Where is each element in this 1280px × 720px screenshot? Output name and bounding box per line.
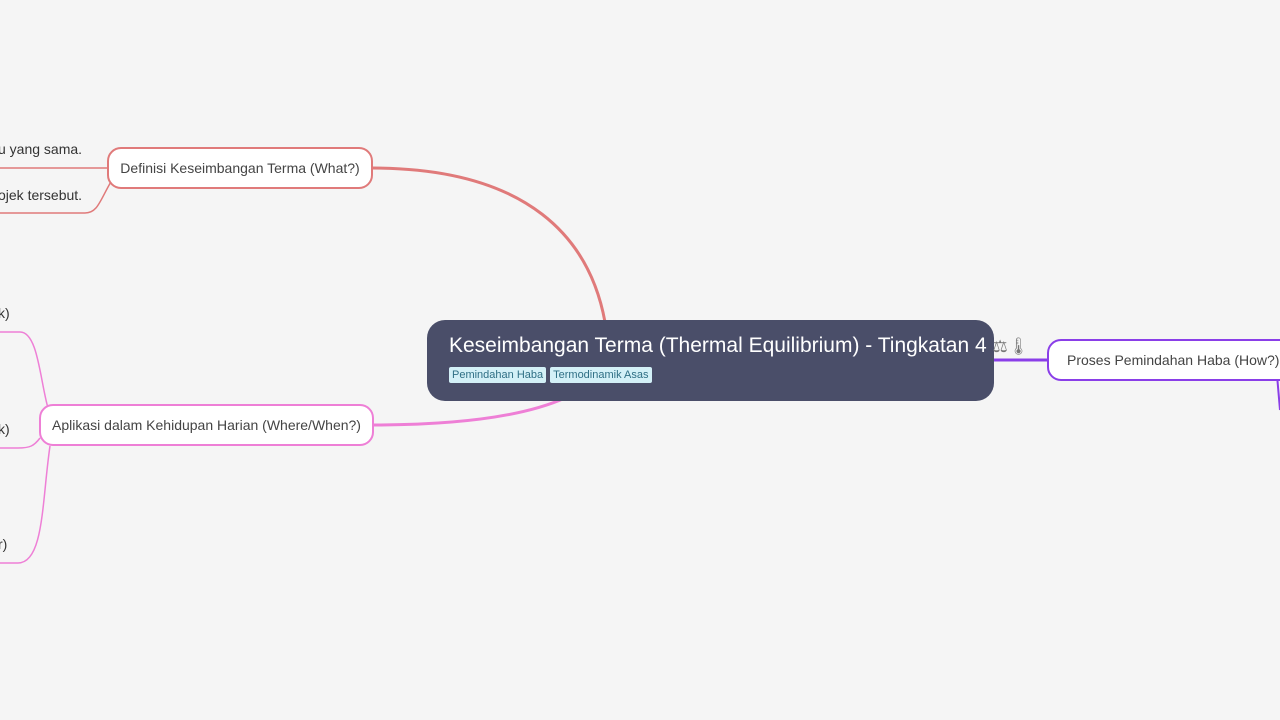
root-title-text: Keseimbangan Terma (Thermal Equilibrium)… (449, 334, 987, 357)
link-root-aplikasi (371, 396, 566, 427)
link-aplikasi-child-2 (0, 437, 41, 449)
root-node[interactable]: Keseimbangan Terma (Thermal Equilibrium)… (427, 320, 1029, 401)
branch-label: Proses Pemindahan Haba (How?) (1067, 352, 1280, 368)
tag[interactable]: Pemindahan Haba (449, 367, 547, 383)
tag-list: Pemindahan Haba Termodinamik Asas (449, 367, 972, 383)
branch-node-aplikasi[interactable]: Aplikasi dalam Kehidupan Harian (Where/W… (39, 404, 374, 446)
leaf-text[interactable]: r) (0, 536, 8, 552)
leaf-text[interactable]: k) (0, 305, 10, 321)
leaf-text[interactable]: k) (0, 421, 10, 437)
branch-label: Definisi Keseimbangan Terma (What?) (120, 160, 360, 176)
link-aplikasi-child-3 (0, 445, 51, 564)
link-root-definisi (371, 166, 607, 323)
scale-thermometer-icon: ⚖🌡 (992, 337, 1030, 356)
link-definisi-child-2 (0, 179, 113, 214)
leaf-text[interactable]: ojek tersebut. (0, 187, 83, 203)
link-aplikasi-child-1 (0, 331, 49, 409)
root-title: Keseimbangan Terma (Thermal Equilibrium)… (449, 332, 1029, 361)
leaf-text[interactable]: u yang sama. (0, 141, 83, 157)
tag[interactable]: Termodinamik Asas (550, 367, 652, 383)
branch-node-definisi[interactable]: Definisi Keseimbangan Terma (What?) (107, 147, 373, 189)
branch-label: Aplikasi dalam Kehidupan Harian (Where/W… (52, 417, 361, 433)
branch-node-proses[interactable]: Proses Pemindahan Haba (How?) (1047, 339, 1280, 381)
